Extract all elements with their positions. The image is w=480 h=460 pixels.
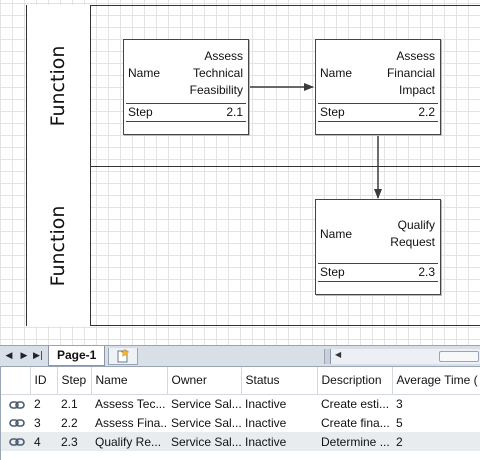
cell-id[interactable]: 4 xyxy=(34,434,41,449)
shape-divider xyxy=(126,121,246,122)
table-header-row: ID Step Name Owner Status Description Av… xyxy=(1,367,480,395)
drawing-canvas[interactable]: Function Function Name Assess Technical … xyxy=(0,0,480,345)
process-shape-2-1[interactable]: Name Assess Technical Feasibility Step 2… xyxy=(123,39,249,135)
link-icon xyxy=(9,400,25,409)
cell-id[interactable]: 3 xyxy=(34,415,41,430)
shape-divider xyxy=(318,263,438,264)
scrollbar-thumb[interactable] xyxy=(439,351,479,362)
cell-status[interactable]: Inactive xyxy=(245,415,287,430)
shape-divider xyxy=(126,103,246,104)
cell-owner[interactable]: Service Sal... xyxy=(171,396,241,411)
cell-average-time[interactable]: 3 xyxy=(396,396,403,411)
table-row-selected[interactable]: 4 2.3 Qualify Re... Service Sal... Inact… xyxy=(1,432,480,451)
row-link-cell[interactable] xyxy=(1,394,30,413)
column-header-step[interactable]: Step xyxy=(57,367,92,395)
row-link-cell[interactable] xyxy=(1,413,30,432)
column-header-average-time[interactable]: Average Time ( xyxy=(392,367,480,395)
column-header-owner[interactable]: Owner xyxy=(167,367,242,395)
cell-name[interactable]: Qualify Re... xyxy=(95,434,162,449)
shape-step-label: Step xyxy=(128,105,153,119)
cell-average-time[interactable]: 2 xyxy=(396,434,403,449)
next-page-button[interactable]: ▶ xyxy=(20,351,28,361)
link-icon xyxy=(9,419,25,428)
cell-description[interactable]: Create esti... xyxy=(321,396,390,411)
swimlane-2-header[interactable] xyxy=(26,166,91,326)
cell-description[interactable]: Create fina... xyxy=(321,415,390,430)
column-header-description[interactable]: Description xyxy=(317,367,393,395)
swimlane-2[interactable] xyxy=(26,166,480,326)
cell-name[interactable]: Assess Fina... xyxy=(95,415,167,430)
link-icon xyxy=(9,438,25,447)
insert-page-button[interactable] xyxy=(108,348,138,365)
shape-divider xyxy=(318,103,438,104)
shape-step-number: 2.3 xyxy=(418,265,435,279)
last-page-button[interactable]: ▶| xyxy=(33,351,43,361)
row-link-cell[interactable] xyxy=(1,432,30,451)
cell-step[interactable]: 2.2 xyxy=(61,415,78,430)
cell-description[interactable]: Determine ... xyxy=(321,434,390,449)
cell-status[interactable]: Inactive xyxy=(245,396,287,411)
cell-owner[interactable]: Service Sal... xyxy=(171,415,241,430)
scroll-left-arrow-icon[interactable]: ◀ xyxy=(335,350,342,359)
table-row[interactable]: 2 2.1 Assess Tec... Service Sal... Inact… xyxy=(1,394,480,413)
shape-step-number: 2.2 xyxy=(418,105,435,119)
shape-name-label: Name xyxy=(128,66,161,80)
cell-owner[interactable]: Service Sal... xyxy=(171,434,241,449)
insert-page-icon xyxy=(117,348,130,363)
shape-name-label: Name xyxy=(320,227,353,241)
cell-name[interactable]: Assess Tec... xyxy=(95,396,166,411)
column-header-link[interactable] xyxy=(1,367,31,395)
shape-title: Assess Technical Feasibility xyxy=(189,49,243,97)
process-shape-2-2[interactable]: Name Assess Financial Impact Step 2.2 xyxy=(315,39,441,135)
shape-title: Qualify Request xyxy=(390,218,435,249)
table-row[interactable]: 3 2.2 Assess Fina... Service Sal... Inac… xyxy=(1,413,480,432)
data-table: ID Step Name Owner Status Description Av… xyxy=(1,367,480,451)
column-header-id[interactable]: ID xyxy=(30,367,58,395)
cell-step[interactable]: 2.3 xyxy=(61,434,78,449)
first-page-button[interactable]: ◀ xyxy=(5,351,13,361)
cell-step[interactable]: 2.1 xyxy=(61,396,78,411)
shape-step-label: Step xyxy=(320,105,345,119)
cell-status[interactable]: Inactive xyxy=(245,434,287,449)
tab-page-1[interactable]: Page-1 xyxy=(48,346,106,366)
horizontal-scrollbar[interactable]: ◀ xyxy=(324,349,480,364)
connector-layer xyxy=(249,83,382,199)
cell-average-time[interactable]: 5 xyxy=(396,415,403,430)
shape-step-number: 2.1 xyxy=(226,105,243,119)
shape-title: Assess Financial Impact xyxy=(386,49,435,97)
shape-step-label: Step xyxy=(320,265,345,279)
shape-name-label: Name xyxy=(320,66,353,80)
cell-id[interactable]: 2 xyxy=(34,396,41,411)
process-shape-2-3[interactable]: Name Qualify Request Step 2.3 xyxy=(315,199,441,295)
shape-divider xyxy=(318,121,438,122)
column-header-status[interactable]: Status xyxy=(241,367,318,395)
external-data-grid: ID Step Name Owner Status Description Av… xyxy=(0,367,480,460)
shape-divider xyxy=(318,281,438,282)
swimlane-1-header[interactable] xyxy=(26,5,91,167)
scrollbar-split-handle[interactable] xyxy=(325,349,331,364)
page-tab-bar: ◀ ▶ ▶| Page-1 ◀ xyxy=(0,345,480,367)
column-header-name[interactable]: Name xyxy=(91,367,168,395)
